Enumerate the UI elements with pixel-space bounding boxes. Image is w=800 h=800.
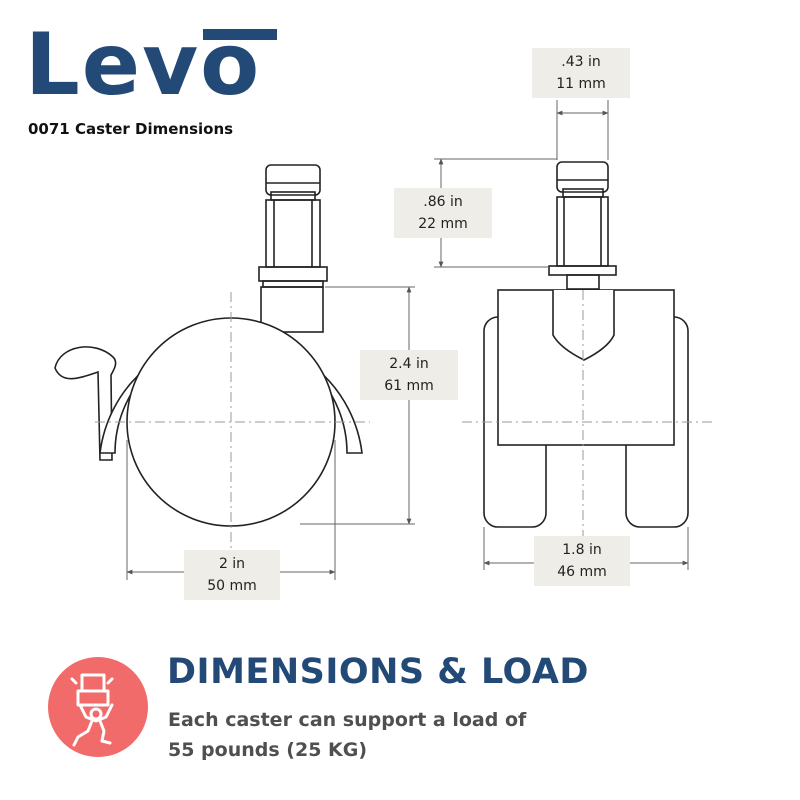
stem-height-imperial: .86 in (423, 194, 463, 210)
stem-height-label: .86 in 22 mm (394, 188, 492, 238)
front-view (483, 161, 689, 528)
wheel-diameter-imperial: 2 in (218, 556, 246, 572)
caster-width-label: 1.8 in 46 mm (534, 536, 630, 586)
wheel-diameter-label: 2 in 50 mm (184, 550, 280, 600)
stem-width-label: .43 in 11 mm (532, 48, 630, 98)
logo-macron (203, 29, 277, 40)
person-carrying-box-icon (48, 657, 148, 757)
load-heading: DIMENSIONS & LOAD (167, 652, 589, 692)
wheel-diameter-metric: 50 mm (207, 578, 257, 594)
caster-height-metric: 61 mm (384, 378, 434, 394)
caster-height-imperial: 2.4 in (389, 356, 429, 372)
load-line-2: 55 pounds (25 KG) (168, 739, 368, 761)
brand-logo: Levo (25, 22, 277, 108)
side-centerlines (95, 292, 370, 550)
side-view (54, 164, 363, 527)
caster-width-imperial: 1.8 in (562, 542, 602, 558)
load-line-1: Each caster can support a load of (168, 709, 527, 731)
caster-height-label: 2.4 in 61 mm (360, 350, 458, 400)
load-description: Each caster can support a load of 55 pou… (168, 705, 526, 765)
stem-width-imperial: .43 in (561, 54, 601, 70)
front-centerlines (462, 290, 712, 540)
stem-height-metric: 22 mm (418, 216, 468, 232)
caster-width-metric: 46 mm (557, 564, 607, 580)
diagram-title: 0071 Caster Dimensions (28, 120, 234, 138)
stem-width-metric: 11 mm (556, 76, 606, 92)
